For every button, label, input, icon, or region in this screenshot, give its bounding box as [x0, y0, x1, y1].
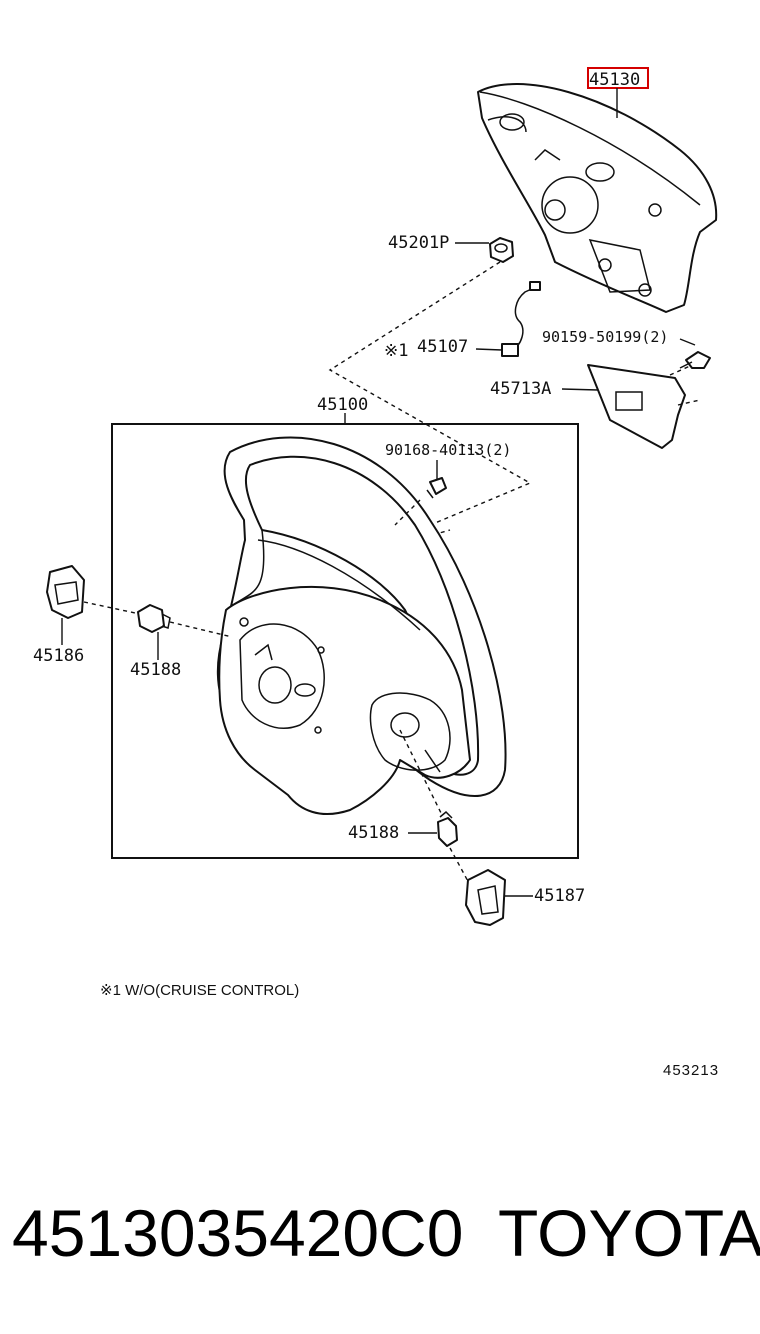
airbag-pad-illustration: [477, 83, 718, 313]
assembly-frame: [111, 423, 579, 859]
label-90159-50199: 90159-50199(2): [542, 328, 668, 346]
screw-mid-icon: [394, 477, 447, 526]
label-45107: 45107: [417, 337, 468, 357]
cover-45187-illustration: [465, 869, 506, 926]
wire-45107-icon: [501, 281, 541, 357]
label-45186: 45186: [33, 646, 84, 666]
wire-marker-note: ※1: [384, 341, 408, 361]
diagram-code: 453213: [663, 1062, 719, 1079]
cover-45713a-illustration: [587, 364, 701, 449]
part-number: 4513035420C0: [12, 1196, 463, 1270]
label-45188-lower: 45188: [348, 823, 399, 843]
plug-45188-lower-icon: [437, 810, 458, 847]
brand-name: TOYOTA: [498, 1196, 760, 1270]
cover-45186-illustration: [46, 565, 85, 619]
label-45713a: 45713A: [490, 379, 551, 399]
label-45201p: 45201P: [388, 233, 449, 253]
label-45188-left: 45188: [130, 660, 181, 680]
nut-45201p-icon: [489, 237, 514, 263]
screw-top-icon: [669, 351, 711, 376]
label-90168-40113: 90168-40113(2): [385, 441, 511, 459]
label-45187: 45187: [534, 886, 585, 906]
highlight-box: [587, 67, 649, 89]
footnote: ※1 W/O(CRUISE CONTROL): [100, 982, 299, 999]
plug-45188-left-icon: [137, 604, 171, 633]
label-45100: 45100: [317, 395, 368, 415]
steering-wheel-illustration: [216, 436, 507, 815]
label-45130: 45130: [589, 70, 640, 90]
